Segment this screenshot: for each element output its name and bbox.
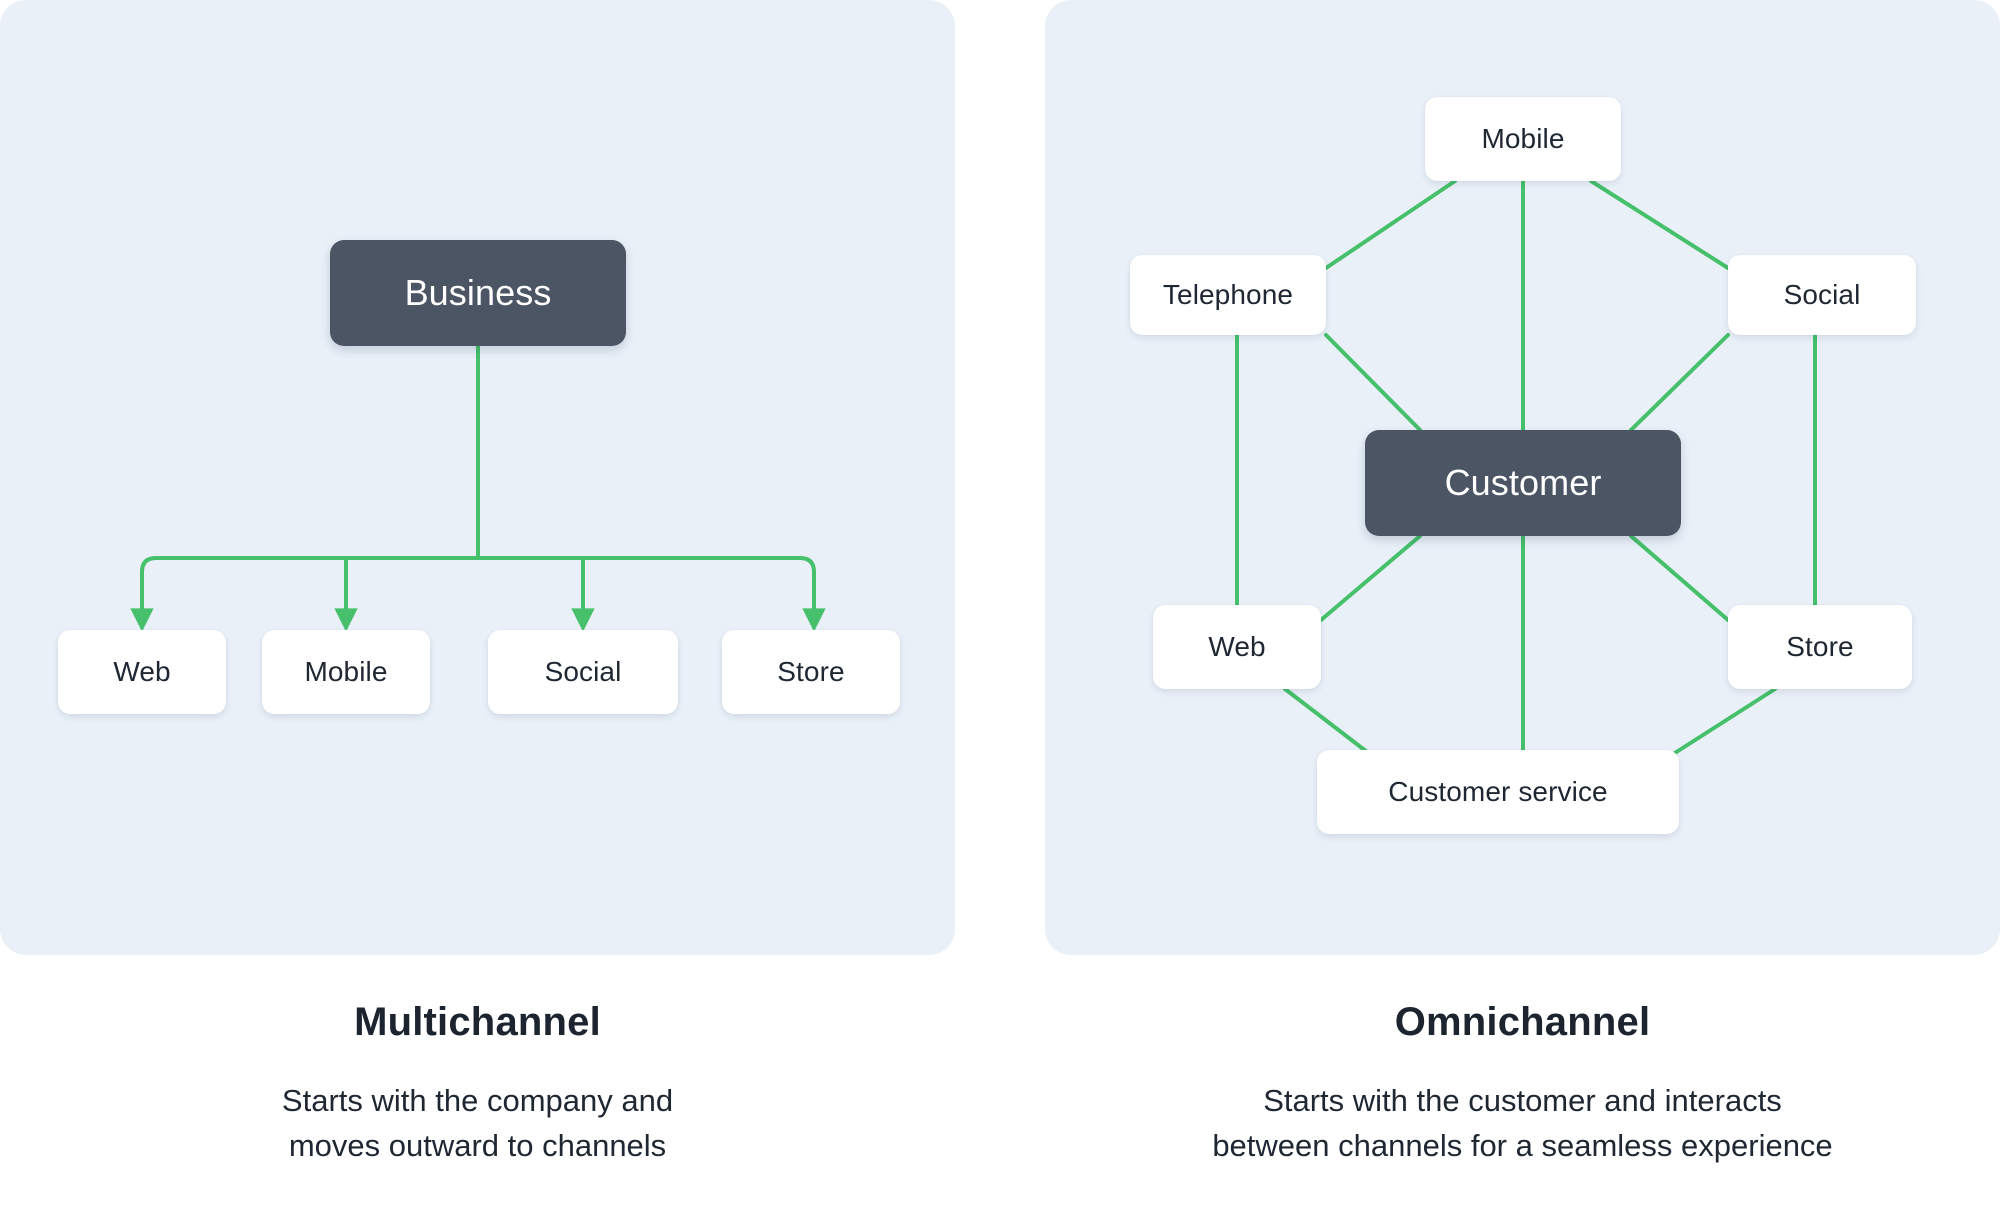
node-multichannel-web[interactable]: Web: [58, 630, 226, 714]
omnichannel-title: Omnichannel: [1394, 1000, 1651, 1044]
node-omnichannel-mobile[interactable]: Mobile: [1425, 97, 1621, 181]
omnichannel-caption: Omnichannel Starts with the customer and…: [1045, 1000, 2000, 1169]
edge-telephone-customer: [1324, 333, 1422, 432]
omnichannel-description: Starts with the customer and interacts b…: [1045, 1079, 2000, 1169]
node-multichannel-social[interactable]: Social: [488, 630, 678, 714]
edge-mobile-telephone: [1324, 179, 1457, 270]
edge-customer-web: [1319, 534, 1422, 622]
multichannel-description: Starts with the company and moves outwar…: [0, 1079, 955, 1169]
edge-store-service: [1665, 687, 1777, 760]
node-business[interactable]: Business: [330, 240, 626, 346]
node-multichannel-mobile[interactable]: Mobile: [262, 630, 430, 714]
multichannel-description-line-2: moves outward to channels: [288, 1127, 667, 1163]
multichannel-caption: Multichannel Starts with the company and…: [0, 1000, 955, 1169]
edge-mobile-social: [1589, 179, 1730, 270]
edge-social-customer: [1629, 333, 1730, 432]
node-customer[interactable]: Customer: [1365, 430, 1681, 536]
node-omnichannel-store[interactable]: Store: [1728, 605, 1912, 689]
multichannel-connectors: [130, 344, 826, 632]
edge-bus: [140, 556, 816, 602]
multichannel-panel: Business Web Mobile Social Store: [0, 0, 955, 955]
omnichannel-description-line-2: between channels for a seamless experien…: [1212, 1127, 1833, 1163]
node-multichannel-store[interactable]: Store: [722, 630, 900, 714]
node-omnichannel-customer-service[interactable]: Customer service: [1317, 750, 1679, 834]
node-omnichannel-social[interactable]: Social: [1728, 255, 1916, 335]
multichannel-description-line-1: Starts with the company and: [281, 1083, 674, 1118]
multichannel-title: Multichannel: [354, 1000, 601, 1044]
omnichannel-description-line-1: Starts with the customer and interacts: [1263, 1083, 1782, 1118]
node-omnichannel-telephone[interactable]: Telephone: [1130, 255, 1326, 335]
edge-web-service: [1283, 687, 1377, 760]
omnichannel-panel: Mobile Telephone Social Customer Web Sto…: [1045, 0, 2000, 955]
edge-customer-store: [1629, 534, 1730, 622]
node-omnichannel-web[interactable]: Web: [1153, 605, 1321, 689]
